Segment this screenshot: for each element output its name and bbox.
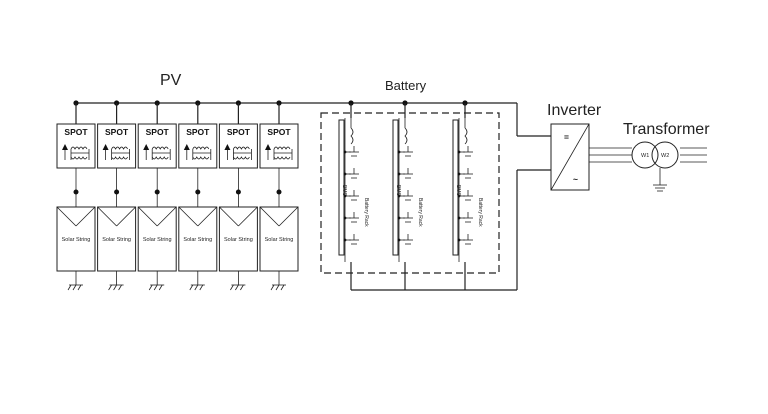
string-node	[276, 189, 282, 195]
arrow-head	[183, 144, 190, 150]
string-node	[73, 189, 79, 195]
bms-label: BMS	[455, 185, 461, 197]
arrow-head	[62, 144, 68, 150]
solar-string-label: Solar String	[183, 237, 212, 243]
bms-unit	[452, 119, 459, 256]
spot-box	[259, 123, 299, 169]
solar-string-label: Solar String	[265, 237, 294, 243]
battery-rack-label: Battery Rack	[417, 198, 423, 227]
spot-box	[97, 123, 137, 169]
inductor-icon	[70, 146, 88, 150]
solar-string-label: Solar String	[143, 237, 172, 243]
w1-label: W1	[641, 153, 649, 159]
battery-enclosure	[320, 112, 500, 274]
ac-lines	[589, 147, 707, 163]
solar-string-label: Solar String	[62, 237, 91, 243]
winding-w1	[631, 141, 659, 169]
breaker-icon	[404, 127, 408, 145]
bms-label: BMS	[341, 185, 347, 197]
bms-label: BMS	[395, 185, 401, 197]
pv-string-3: SPOT Solar String	[137, 100, 177, 291]
spot-label: SPOT	[146, 127, 170, 137]
spot-box	[178, 123, 218, 169]
string-node	[235, 189, 241, 195]
breaker-icon	[464, 127, 468, 145]
battery-array: BMS Battery Rack BMS Battery Rack BMS Battery…	[338, 100, 483, 290]
solar-panel	[56, 206, 96, 272]
spot-label: SPOT	[64, 127, 88, 137]
inductor-icon	[151, 146, 169, 150]
pv-string-4: SPOT Solar String	[178, 100, 218, 291]
arrow-head	[143, 144, 150, 150]
spot-label: SPOT	[267, 127, 291, 137]
inverter-ac-symbol: ~	[573, 174, 578, 184]
solar-panel	[178, 206, 218, 272]
solar-panel	[218, 206, 258, 272]
arrow-head	[224, 144, 231, 150]
inductor-icon	[233, 156, 250, 160]
inductor-icon	[70, 156, 88, 160]
bms-unit	[338, 119, 345, 256]
inductor-icon	[151, 156, 169, 160]
battery-rack-label: Battery Rack	[477, 198, 483, 227]
spot-label: SPOT	[227, 127, 251, 137]
pv-title: PV	[160, 72, 182, 89]
pv-string-6: SPOT Solar String	[259, 100, 299, 291]
pv-array: SPOT Solar String SPOT Solar String SPOT Sola…	[56, 100, 299, 291]
solar-panel	[259, 206, 299, 272]
breaker-icon	[350, 127, 354, 145]
pv-string-5: SPOT Solar String	[218, 100, 258, 291]
inverter-diagonal	[550, 123, 590, 191]
w2-label: W2	[661, 153, 669, 159]
battery-rack-2: BMS Battery Rack	[392, 100, 423, 290]
arrow-head	[102, 144, 109, 150]
battery-title: Battery	[385, 78, 427, 93]
battery-rack-3: BMS Battery Rack	[452, 100, 483, 290]
inductor-icon	[192, 156, 210, 160]
pv-string-2: SPOT Solar String	[97, 100, 137, 291]
solar-panel	[137, 206, 177, 272]
spot-label: SPOT	[105, 127, 129, 137]
spot-box	[137, 123, 177, 169]
arrow-head	[265, 144, 271, 150]
string-node	[114, 189, 120, 195]
string-node	[154, 189, 160, 195]
inductor-icon	[111, 146, 128, 150]
bms-unit	[392, 119, 399, 256]
inverter: = ~	[550, 123, 590, 191]
spot-label: SPOT	[186, 127, 210, 137]
inductor-icon	[273, 156, 291, 160]
solar-string-label: Solar String	[224, 237, 253, 243]
inductor-icon	[111, 156, 128, 160]
inverter-dc-symbol: =	[564, 132, 569, 142]
pv-string-1: SPOT Solar String	[56, 100, 96, 291]
transformer-title: Transformer	[623, 121, 710, 138]
inductor-icon	[273, 146, 291, 150]
inductor-icon	[192, 146, 210, 150]
string-node	[195, 189, 201, 195]
battery-rack-label: Battery Rack	[363, 198, 369, 227]
solar-panel	[97, 206, 137, 272]
winding-w2	[651, 141, 679, 169]
inductor-icon	[233, 146, 250, 150]
solar-string-label: Solar String	[102, 237, 131, 243]
battery-rack-1: BMS Battery Rack	[338, 100, 369, 290]
inverter-title: Inverter	[547, 102, 602, 119]
transformer: W1 W2	[631, 141, 679, 192]
